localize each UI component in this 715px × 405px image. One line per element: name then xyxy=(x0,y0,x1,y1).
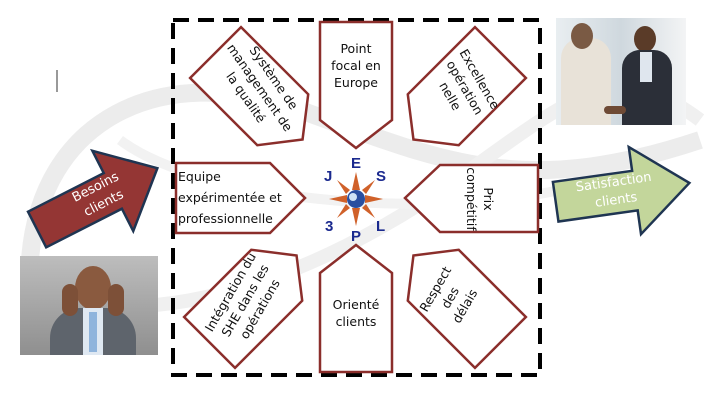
pillar-top-shape xyxy=(318,20,394,150)
label-line: Europe xyxy=(334,75,378,90)
logo-letter-p: P xyxy=(351,228,362,245)
pillar-top-right-shape xyxy=(406,25,528,147)
stressed-man-photo xyxy=(20,256,158,355)
pillar-bottom-left-shape xyxy=(182,248,304,370)
pillar-top-left-shape xyxy=(188,25,310,147)
pillar-left-label: Equipe expérimentée et professionnelle xyxy=(178,166,298,229)
logo-compass-icon xyxy=(329,172,383,226)
label-line: Prix xyxy=(481,187,496,211)
logo-letter-s: S xyxy=(376,168,387,185)
arrow-besoins-clients xyxy=(26,148,160,250)
pillar-left-shape xyxy=(174,161,307,235)
label-line: compétitif xyxy=(464,167,479,231)
handshake-photo xyxy=(556,18,686,125)
logo-letter-l: L xyxy=(376,218,386,235)
label-line: Orienté xyxy=(332,297,380,312)
label-line: clients xyxy=(335,314,377,329)
label-line: Equipe xyxy=(178,169,221,184)
label-line: expérimentée et xyxy=(178,190,282,205)
arrow-satisfaction-clients xyxy=(551,144,692,237)
pillar-right-shape xyxy=(403,163,540,234)
pillar-bottom-right-shape xyxy=(406,248,528,370)
dashed-frame xyxy=(171,18,542,377)
label-line: focal en xyxy=(331,58,381,73)
logo-letter-j: J xyxy=(324,168,333,185)
pillar-top-label: Point focal en Europe xyxy=(320,40,392,91)
label-line: professionnelle xyxy=(178,211,273,226)
pillar-bottom-shape xyxy=(318,243,394,374)
logo-letter-3: 3 xyxy=(325,218,334,235)
logo-letter-e: E xyxy=(351,155,362,172)
pillar-bottom-label: Orienté clients xyxy=(320,296,392,330)
label-line: Point xyxy=(340,41,372,56)
pillar-right-label: Prix compétitif xyxy=(463,159,497,239)
